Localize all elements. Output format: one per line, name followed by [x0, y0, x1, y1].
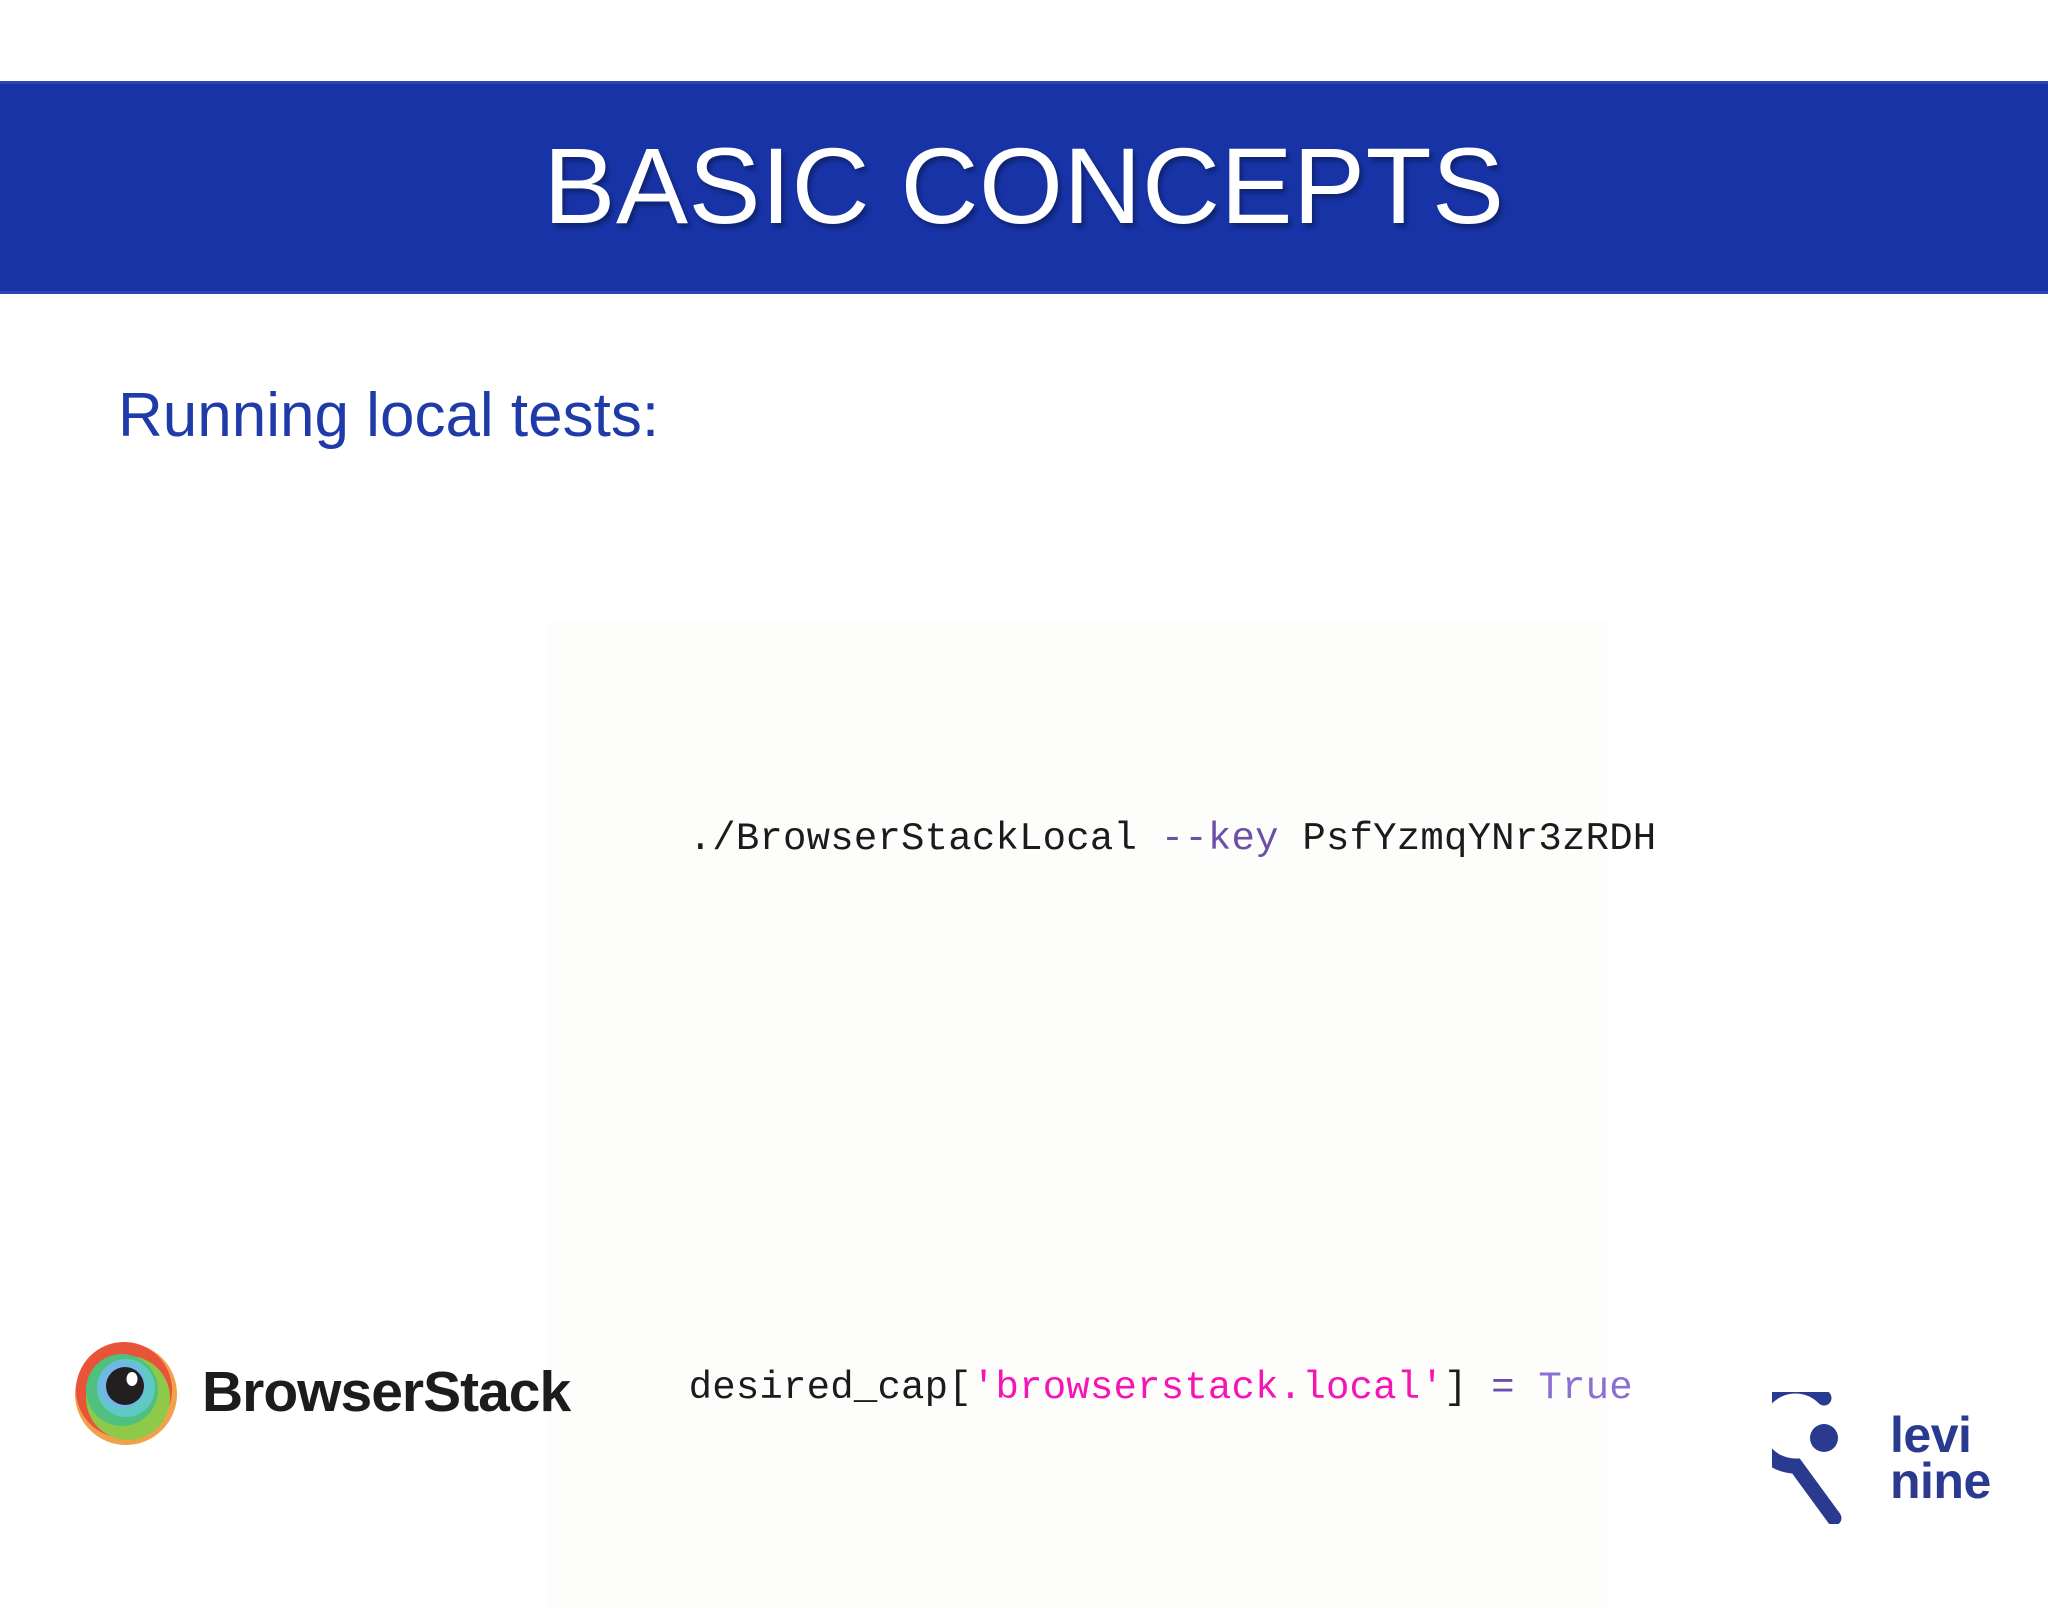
code-blank-line: [547, 1059, 1607, 1169]
code-boolean-value: True: [1538, 1365, 1633, 1410]
code-assign-operator: =: [1467, 1365, 1539, 1410]
code-line-1: ./BrowserStackLocal --key PsfYzmqYNr3zRD…: [547, 766, 1657, 912]
levinine-line-2: nine: [1890, 1453, 1991, 1509]
code-line-2: desired_cap['browserstack.local'] = True: [547, 1315, 1633, 1461]
slide-title: BASIC CONCEPTS: [543, 124, 1505, 246]
banner-top-edge: [0, 81, 2048, 84]
slide-subtitle: Running local tests:: [118, 381, 660, 450]
title-banner: BASIC CONCEPTS: [0, 81, 2048, 294]
code-flag: --key: [1137, 817, 1279, 861]
browserstack-logo: BrowserStack: [72, 1338, 571, 1446]
levinine-wordmark: levi nine: [1890, 1407, 1991, 1509]
code-block: ./BrowserStackLocal --key PsfYzmqYNr3zRD…: [547, 620, 1657, 1608]
browserstack-wordmark: BrowserStack: [202, 1359, 571, 1424]
levinine-line-1: levi: [1890, 1407, 1972, 1463]
levinine-nine-icon: [1747, 1378, 1876, 1526]
code-command: ./BrowserStackLocal: [688, 817, 1138, 861]
code-string-key: 'browserstack.local': [971, 1365, 1444, 1410]
code-variable: desired_cap: [688, 1365, 949, 1410]
code-close-bracket: ]: [1443, 1365, 1468, 1410]
code-open-bracket: [: [948, 1365, 972, 1410]
slide-canvas: BASIC CONCEPTS Running local tests: ./Br…: [0, 81, 2048, 1526]
browserstack-eye-icon: [72, 1338, 180, 1446]
code-key-value: PsfYzmqYNr3zRDH: [1278, 817, 1657, 861]
levinine-logo: levi nine: [1747, 1378, 1991, 1526]
banner-bottom-edge: [0, 291, 2048, 294]
